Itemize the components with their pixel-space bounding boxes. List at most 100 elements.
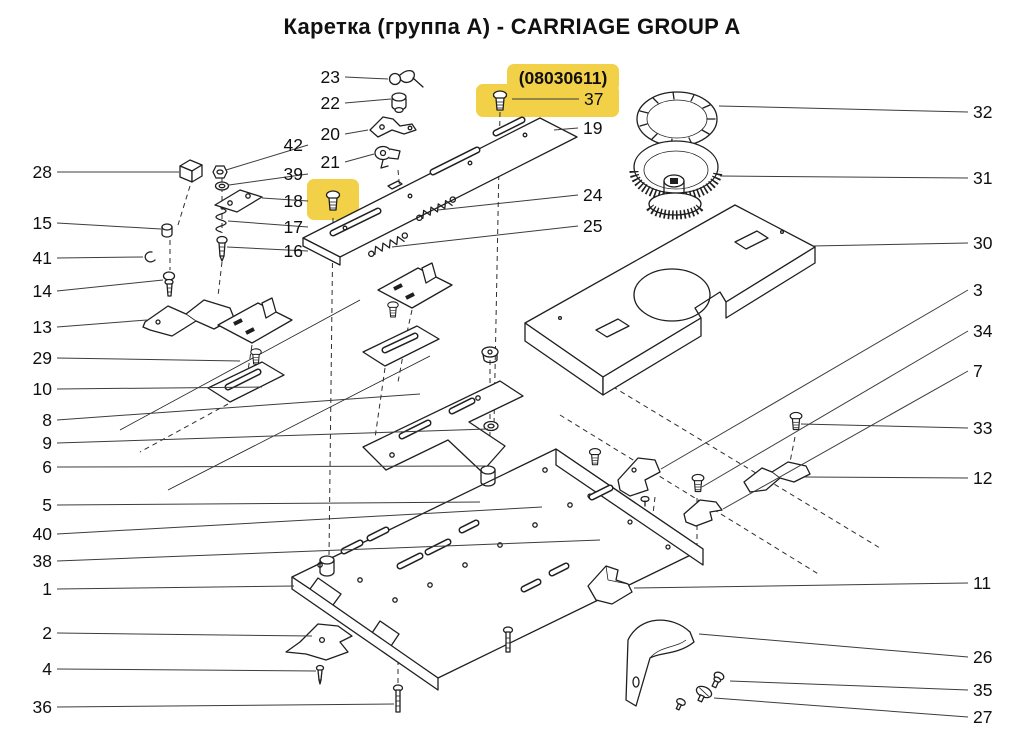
page-title: Каретка (группа А) - CARRIAGE GROUP A — [283, 14, 741, 39]
callout-leader-22 — [344, 98, 392, 104]
callout-label-35: 35 — [973, 680, 992, 700]
callout-label-39: 39 — [284, 164, 303, 184]
callout-leader-38 — [56, 539, 601, 562]
callout-leader-6 — [56, 465, 487, 468]
callout-label-8: 8 — [42, 410, 52, 430]
part-21-fitting — [374, 145, 401, 169]
part-28-block — [179, 159, 203, 183]
small-screw-bottom — [675, 698, 686, 711]
part-30-cover — [524, 204, 816, 396]
callout-leader-31 — [719, 175, 969, 179]
callout-label-34: 34 — [973, 321, 993, 341]
part-18-plate — [214, 189, 263, 213]
callout-label-20: 20 — [321, 124, 341, 144]
callout-leader-18 — [261, 197, 309, 202]
part-11-bracket — [587, 565, 633, 605]
callout-label-19: 19 — [583, 118, 602, 138]
callout-leader-20 — [344, 129, 369, 135]
margin-stop-screw-right — [387, 301, 399, 318]
callout-leader-7 — [722, 370, 969, 510]
part-20-lever — [369, 116, 417, 138]
callout-label-16: 16 — [284, 241, 303, 261]
callout-leader-4 — [56, 668, 317, 672]
callout-label-37: 37 — [584, 89, 603, 109]
callout-leader-10 — [56, 386, 263, 390]
center-long-screw — [502, 626, 514, 653]
callouts: (08030611)371924252322202142391817162815… — [33, 67, 993, 727]
callout-label-38: 38 — [33, 551, 52, 571]
margin-stop-block-left — [217, 297, 293, 344]
callout-label-3: 3 — [973, 280, 983, 300]
flanged-nut — [481, 346, 499, 364]
callout-label-6: 6 — [42, 457, 52, 477]
callout-label-26: 26 — [973, 647, 992, 667]
slide-plate-right — [362, 325, 440, 367]
part-32-dial — [636, 91, 718, 147]
callout-label-10: 10 — [33, 379, 53, 399]
part-4-screw — [315, 664, 325, 685]
callout-leader-9 — [56, 428, 489, 444]
callout-label-21: 21 — [321, 152, 340, 172]
part-1-base-plate — [291, 448, 704, 691]
part-26-bracket — [625, 619, 695, 707]
callout-leader-14 — [56, 279, 164, 292]
base-plate-screw — [588, 448, 602, 466]
callout-leader-19 — [553, 127, 579, 131]
callout-label-33: 33 — [973, 418, 992, 438]
callout-leader-26 — [698, 633, 969, 658]
callout-label-18: 18 — [284, 191, 303, 211]
part-22-cap — [391, 92, 407, 114]
callout-label-5: 5 — [42, 495, 52, 515]
callout-leader-5 — [56, 501, 481, 506]
callout-leader-42 — [225, 144, 309, 171]
part-34-screw — [691, 473, 705, 493]
part-27-screw — [695, 685, 713, 703]
callout-label-13: 13 — [33, 317, 52, 337]
part-31-knob — [629, 140, 723, 220]
illustration — [119, 70, 881, 713]
callout-label-17: 17 — [284, 217, 303, 237]
callout-label-2: 2 — [42, 623, 52, 643]
callout-leader-34 — [701, 330, 969, 488]
callout-leader-36 — [56, 703, 395, 708]
callout-leader-23 — [344, 76, 389, 80]
callout-leader-8 — [56, 393, 421, 421]
callout-label-31: 31 — [973, 168, 992, 188]
callout-leader-15 — [56, 222, 162, 230]
callout-leader-35 — [729, 680, 969, 691]
margin-stop-block-right — [377, 262, 453, 309]
callout-leader-1 — [56, 585, 295, 590]
callout-label-32: 32 — [973, 102, 992, 122]
callout-leader-25 — [391, 225, 579, 248]
callout-label-22: 22 — [321, 93, 340, 113]
base-plate-post-left — [319, 555, 335, 577]
part-42-nut — [212, 165, 228, 179]
callout-label-12: 12 — [973, 468, 992, 488]
callout-label-14: 14 — [33, 281, 53, 301]
part-36-screw — [392, 684, 404, 713]
callout-leader-32 — [718, 105, 969, 113]
part-15-bushing — [161, 223, 173, 238]
callout-label-11: 11 — [973, 573, 991, 593]
callout-leader-39 — [228, 173, 309, 186]
callout-leader-40 — [56, 506, 543, 535]
washer — [483, 420, 499, 432]
margin-stop-screw-left — [250, 348, 262, 365]
part-13-bracket — [142, 299, 235, 337]
part-23-wire-clip — [388, 70, 424, 88]
part-14-screw — [162, 271, 176, 297]
part-16-screw — [216, 235, 228, 262]
callout-leader-16 — [226, 246, 309, 252]
part-19-rail-plate — [302, 116, 578, 266]
callout-label-25: 25 — [583, 216, 602, 236]
callout-label-28: 28 — [33, 162, 52, 182]
callout-label-code: (08030611) — [519, 68, 608, 88]
callout-leader-30 — [811, 242, 969, 247]
callout-label-41: 41 — [33, 248, 52, 268]
callout-leader-27 — [713, 697, 969, 718]
callout-label-30: 30 — [973, 233, 993, 253]
callout-label-29: 29 — [33, 348, 52, 368]
slide-plate-left — [207, 361, 285, 403]
callout-leader-12 — [804, 476, 969, 479]
callout-label-4: 4 — [42, 659, 52, 679]
